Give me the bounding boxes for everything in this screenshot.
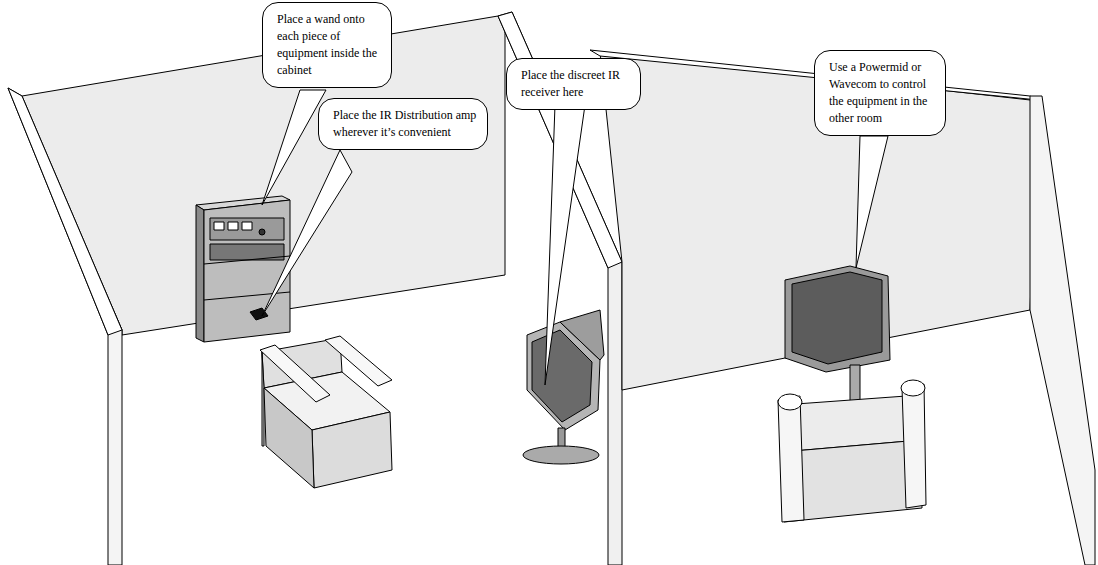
callout-bubble: Use a Powermid or Wavecom to control the… bbox=[814, 50, 946, 136]
callout-text: Use a Powermid or Wavecom to control the… bbox=[829, 59, 935, 127]
callout-bubble: Place the discreet IR receiver here bbox=[506, 58, 641, 110]
side-wall bbox=[1030, 96, 1095, 565]
television bbox=[523, 310, 604, 464]
callout-bubble: Place a wand onto each piece of equipmen… bbox=[262, 2, 392, 88]
sofa bbox=[260, 336, 392, 488]
equipment-cabinet bbox=[196, 196, 290, 342]
wall-top bbox=[8, 88, 122, 335]
callout-text: Place the IR Distribution amp wherever i… bbox=[333, 107, 477, 141]
callout-text: Place a wand onto each piece of equipmen… bbox=[277, 11, 381, 79]
callout-tail bbox=[262, 90, 888, 385]
callout-bubble: Place the IR Distribution amp wherever i… bbox=[318, 98, 488, 150]
sofa bbox=[778, 380, 926, 522]
callout-text: Place the discreet IR receiver here bbox=[521, 67, 630, 101]
side-wall bbox=[8, 88, 122, 565]
